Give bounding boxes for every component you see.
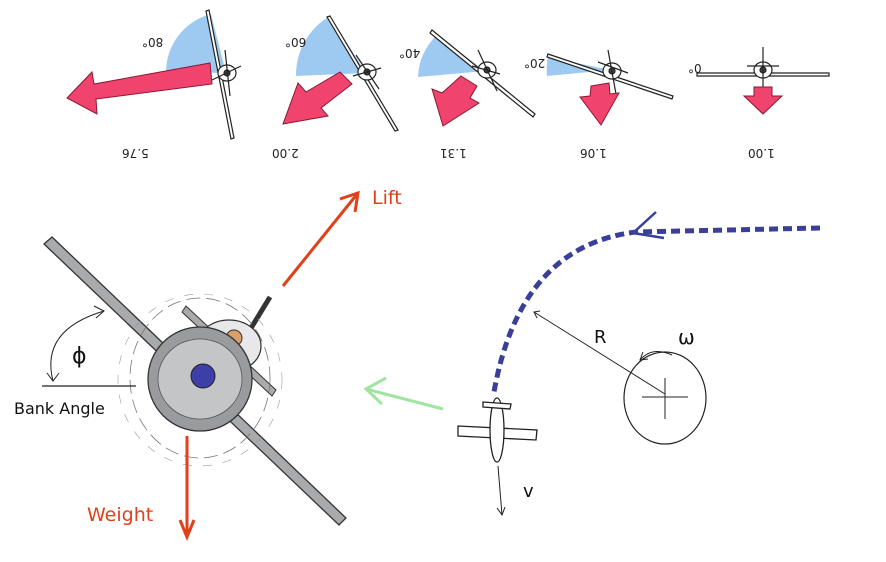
bank-80-load-arrow: [66, 62, 213, 115]
bank-0-plane: [696, 47, 830, 93]
weight-arrow: [178, 436, 196, 541]
lift-label: Lift: [372, 187, 402, 209]
omega-arc: [639, 350, 673, 361]
bank-40-load-arrow: [431, 75, 480, 127]
bank-0-group: 0° 1.00: [688, 47, 830, 160]
bank-angle-label: Bank Angle: [14, 399, 105, 418]
lift-arrow: [281, 190, 360, 287]
bank-80-plane: [205, 9, 242, 140]
bank-80-factor-label: 5.76: [122, 146, 149, 160]
bank-80-angle-label: 80°: [142, 35, 163, 49]
bank-20-load-arrow: [579, 82, 620, 126]
velocity-arrow: [497, 465, 503, 516]
bank-20-group: 20° 1.06: [524, 49, 674, 160]
bank-20-plane: [546, 49, 674, 100]
bank-40-plane: [429, 29, 536, 118]
bank-60-plane: [326, 15, 399, 132]
radius-line: [533, 311, 666, 395]
banked-spinner: [190, 363, 216, 389]
bank-0-factor-label: 1.00: [748, 146, 775, 160]
weight-label: Weight: [87, 504, 153, 526]
bank-0-load-arrow: [742, 86, 784, 115]
velocity-label: v: [523, 481, 534, 502]
bank-60-load-arrow: [282, 71, 353, 125]
bank-60-wedge: [295, 16, 366, 76]
omega-label: ω: [678, 325, 695, 349]
phi-label: ϕ: [72, 344, 87, 369]
radius-label: R: [594, 327, 607, 348]
bank-60-angle-label: 60°: [285, 35, 306, 49]
turn-path: [491, 225, 821, 393]
centripetal-arrow: [363, 376, 444, 411]
bank-40-group: 40° 1.31: [399, 29, 536, 160]
bank-0-angle-label: 0°: [688, 61, 702, 75]
turn-diagram-right: R ω v: [457, 211, 821, 517]
turn-path-arrowhead: [630, 211, 665, 240]
bank-40-wedge: [418, 35, 485, 77]
bank-60-group: 60° 2.00: [272, 15, 399, 160]
bank-80-group: 80° 5.76: [66, 9, 242, 160]
bank-60-factor-label: 2.00: [272, 146, 299, 160]
bank-40-factor-label: 1.31: [440, 146, 467, 160]
bank-angle-arc: [50, 310, 105, 382]
bank-20-factor-label: 1.06: [580, 146, 607, 160]
turning-plane: [457, 397, 538, 463]
bank-20-angle-label: 20°: [524, 56, 545, 70]
banked-airplane: Lift Weight ϕ Bank Angle: [14, 187, 402, 541]
bank-40-angle-label: 40°: [399, 46, 420, 60]
